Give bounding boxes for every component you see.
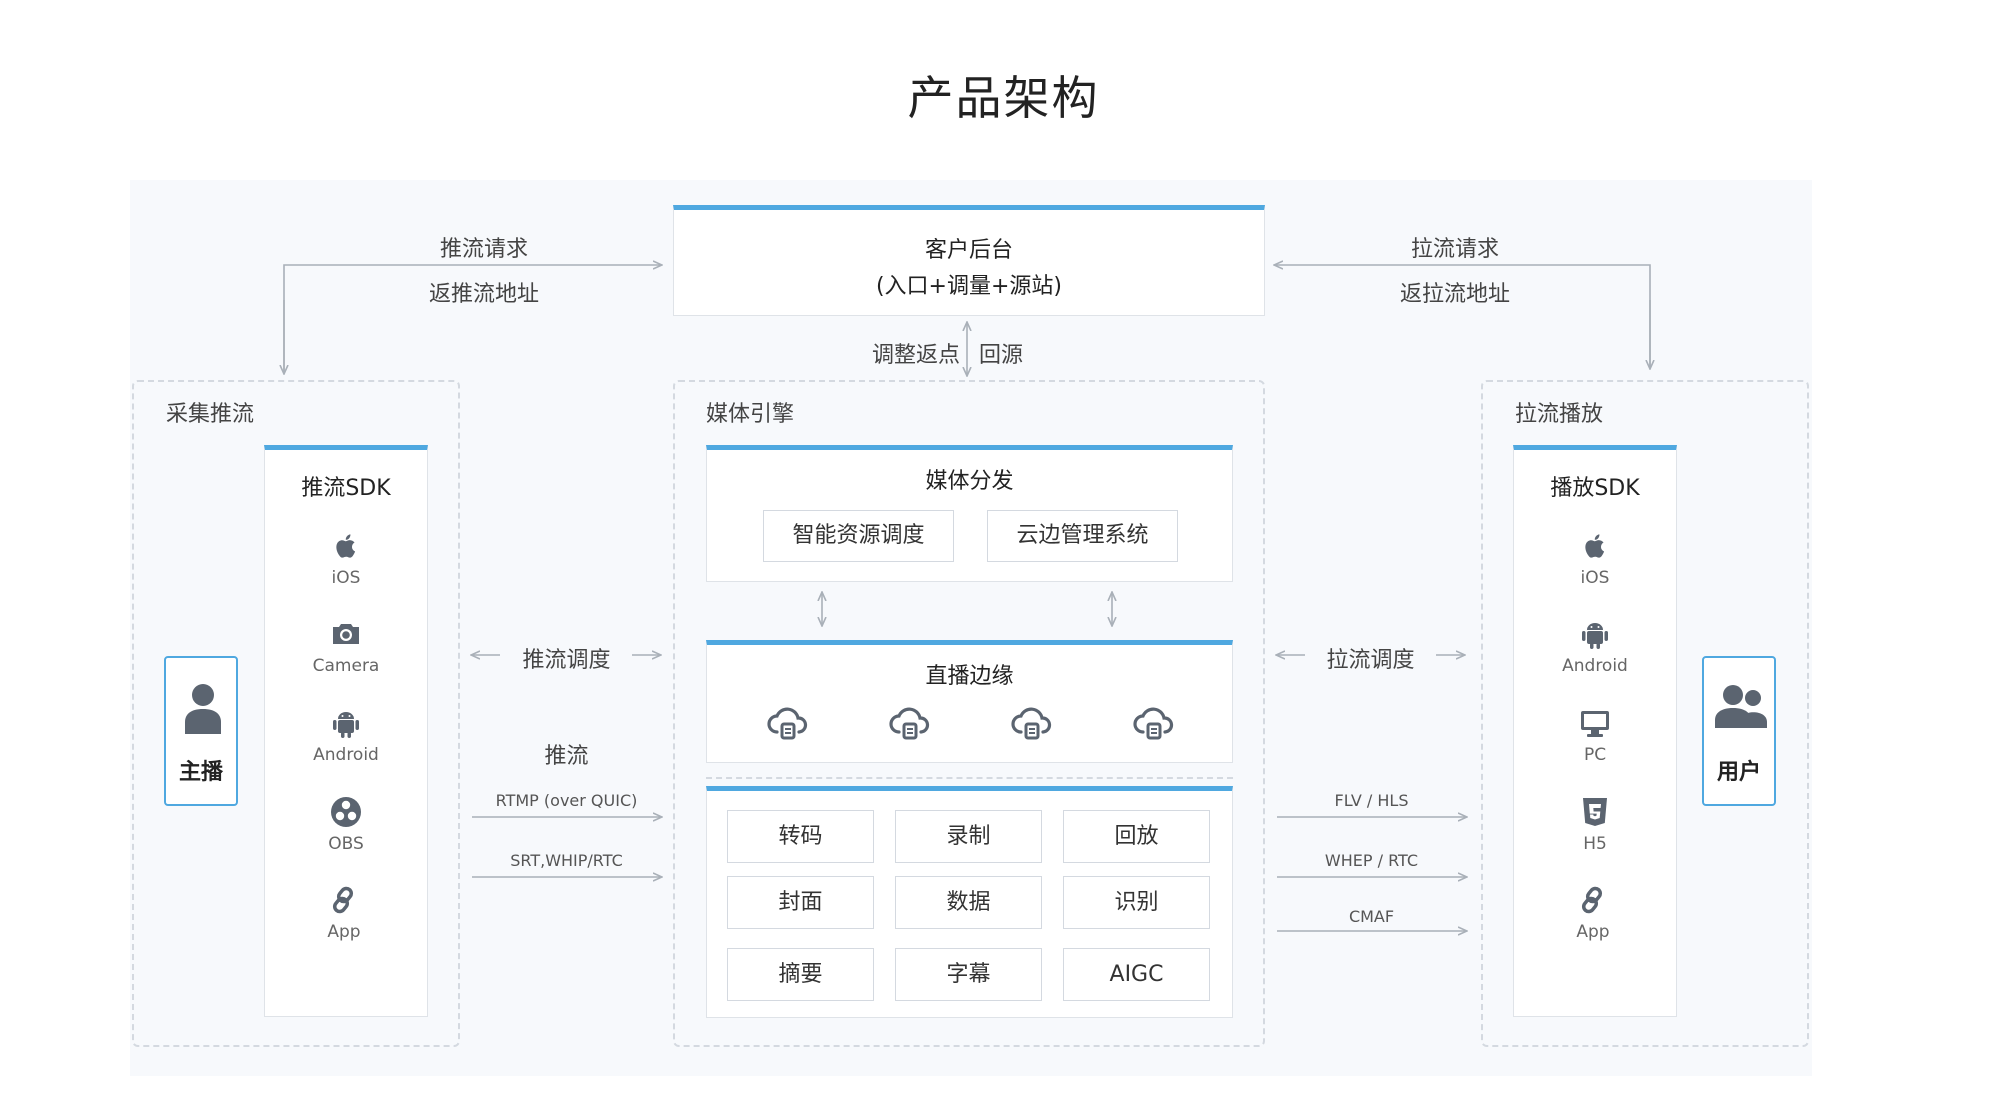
push-sdk-item-ios-label: iOS <box>331 568 361 588</box>
cloud-edge-management-box: 云边管理系统 <box>987 510 1178 562</box>
users-icon <box>1715 685 1767 728</box>
pull-protocol-1: FLV / HLS <box>1334 791 1409 810</box>
media-distribution-panel: 媒体分发 智能资源调度 云边管理系统 <box>706 445 1233 582</box>
push-sdk-item-app: App <box>262 882 426 942</box>
push-sdk-panel: 推流SDK iOS Camera Android <box>264 445 428 1017</box>
play-sdk-item-ios-label: iOS <box>1580 568 1610 588</box>
push-title-label: 推流 <box>544 744 589 769</box>
monitor-icon <box>1581 711 1609 737</box>
feature-subtitle: 字幕 <box>895 948 1042 1001</box>
push-sdk-item-app-label: App <box>327 922 361 942</box>
push-sdk-item-ios: iOS <box>264 528 428 588</box>
back-to-source-label: 回源 <box>979 343 1024 368</box>
play-sdk-title: 播放SDK <box>1550 476 1640 501</box>
play-sdk-item-pc-label: PC <box>1583 745 1607 765</box>
capture-group <box>132 380 460 1047</box>
anchor-person-card: 主播 <box>164 656 238 806</box>
pull-protocol-3: CMAF <box>1348 907 1395 926</box>
obs-icon <box>331 797 361 827</box>
page-title: 产品架构 <box>907 71 1100 125</box>
feature-recognition: 识别 <box>1063 876 1210 929</box>
feature-cover: 封面 <box>727 876 874 929</box>
play-sdk-item-app-label: App <box>1576 922 1610 942</box>
playback-group-title: 拉流播放 <box>1515 402 1604 427</box>
push-sdk-item-android-label: Android <box>313 745 379 765</box>
play-sdk-item-android-label: Android <box>1562 656 1628 676</box>
engine-divider <box>706 777 1233 779</box>
pull-protocol-2: WHEP / RTC <box>1324 851 1419 870</box>
playback-group <box>1481 380 1809 1047</box>
link-icon <box>332 886 354 914</box>
media-features-panel: 转码 录制 回放 封面 数据 识别 摘要 字幕 AIGC <box>706 786 1233 1018</box>
pull-schedule-label: 拉流调度 <box>1326 648 1415 673</box>
apple-icon <box>336 534 356 558</box>
play-sdk-item-app: App <box>1511 882 1675 942</box>
push-schedule-label: 推流调度 <box>522 648 611 673</box>
html5-icon <box>1583 798 1607 826</box>
user-person-card: 用户 <box>1702 656 1776 806</box>
play-sdk-item-android: Android <box>1513 616 1677 676</box>
adjust-rebate-label: 调整返点 <box>871 343 960 368</box>
anchor-label: 主播 <box>178 760 223 785</box>
feature-transcode: 转码 <box>727 810 874 863</box>
user-label: 用户 <box>1716 760 1761 785</box>
feature-aigc: AIGC <box>1063 948 1210 1001</box>
play-sdk-item-ios: iOS <box>1513 528 1677 588</box>
play-sdk-item-h5-label: H5 <box>1583 834 1607 854</box>
media-engine-title: 媒体引擎 <box>706 402 795 427</box>
push-sdk-item-obs: OBS <box>264 794 428 854</box>
capture-group-title: 采集推流 <box>166 402 255 427</box>
customer-backend-subtitle: (入口+调量+源站) <box>875 274 1063 299</box>
play-sdk-item-pc: PC <box>1513 705 1677 765</box>
push-protocol-1: RTMP (over QUIC) <box>495 791 638 810</box>
push-protocol-2: SRT,WHIP/RTC <box>510 851 623 870</box>
right-request-line1: 拉流请求 <box>1410 237 1499 262</box>
left-request-line1: 推流请求 <box>439 237 528 262</box>
media-distribution-title: 媒体分发 <box>925 469 1014 494</box>
feature-playback: 回放 <box>1063 810 1210 863</box>
customer-backend-title: 客户后台 <box>924 238 1013 263</box>
person-icon <box>185 684 221 734</box>
camera-icon <box>333 624 359 644</box>
push-sdk-item-android: Android <box>264 705 428 765</box>
feature-summary: 摘要 <box>727 948 874 1001</box>
feature-record: 录制 <box>895 810 1042 863</box>
right-request-line2: 返拉流地址 <box>1399 282 1510 307</box>
feature-data: 数据 <box>895 876 1042 929</box>
left-request-line2: 返推流地址 <box>428 282 539 307</box>
customer-backend-box: 客户后台 (入口+调量+源站) <box>673 205 1265 316</box>
live-edge-panel: 直播边缘 <box>706 640 1233 763</box>
edge-cloud-icon-3 <box>1011 707 1052 740</box>
android-icon <box>1582 623 1608 649</box>
push-sdk-item-camera: Camera <box>264 616 428 676</box>
android-icon <box>333 712 359 738</box>
edge-cloud-icon-4 <box>1133 707 1174 740</box>
push-sdk-item-camera-label: Camera <box>312 656 380 676</box>
edge-cloud-icon-2 <box>889 707 930 740</box>
smart-scheduling-box: 智能资源调度 <box>763 510 954 562</box>
link-icon <box>1581 886 1603 914</box>
live-edge-title: 直播边缘 <box>925 664 1014 689</box>
edge-cloud-icon-1 <box>767 707 808 740</box>
play-sdk-item-h5: H5 <box>1513 794 1677 854</box>
play-sdk-panel: 播放SDK iOS Android PC H5 <box>1513 445 1677 1017</box>
apple-icon <box>1585 534 1605 558</box>
push-sdk-item-obs-label: OBS <box>328 834 364 854</box>
media-engine-group <box>673 380 1265 1047</box>
push-sdk-title: 推流SDK <box>301 476 391 501</box>
